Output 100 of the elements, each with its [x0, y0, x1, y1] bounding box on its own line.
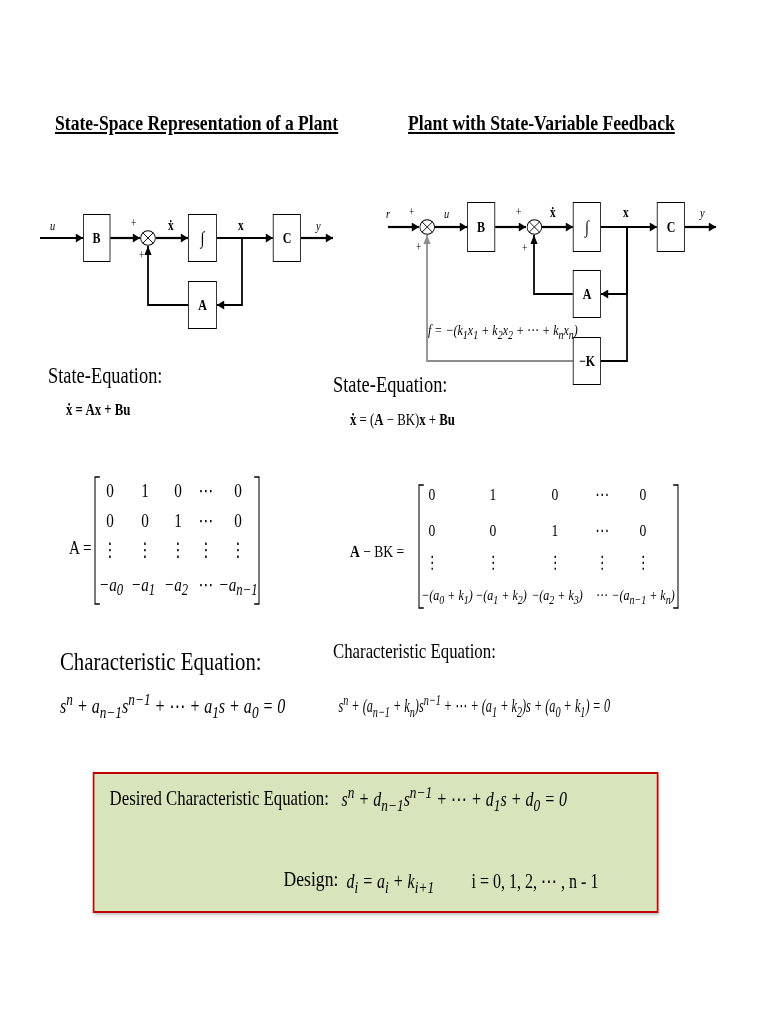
- section-label: State-Equation:: [333, 371, 448, 400]
- block-label: A: [198, 297, 207, 313]
- arrow: [684, 223, 717, 231]
- edge-label: u: [50, 218, 56, 236]
- matrix-entry: 1: [141, 478, 149, 503]
- block-label: B: [92, 230, 101, 246]
- equation: ẋ = Ax + Bu: [66, 400, 131, 421]
- matrix-entry: ⋯: [198, 508, 214, 533]
- matrix-entry: −(a$_{1}$ + k$_{2}$): [475, 586, 527, 606]
- matrix-entry: ⋮: [548, 551, 562, 574]
- highlight-panel: [93, 772, 658, 913]
- matrix-entry: 0: [234, 478, 242, 503]
- block-box: [273, 214, 301, 262]
- matrix-entry: ⋮: [102, 537, 118, 562]
- section-heading: State-Space Representation of a Plant: [55, 109, 339, 138]
- equation: s$^{n}$ + (a$_{n−1}$ + k$_{n}$)s$^{n−1}$ + ⋯ + (a$_{1}$ + k$_{2}$)s + (a$_{0}$ + k$_{1}$) = 0: [338, 694, 610, 719]
- edge-label: x: [238, 217, 244, 236]
- edge-label: u: [444, 206, 450, 224]
- equation: s$^{n}$ + d$_{n−1}$s$^{n−1}$ + ⋯ + d$_{1}$s + d$_{0}$ = 0: [341, 785, 567, 812]
- edge-label: r: [386, 206, 391, 224]
- block-box: [573, 202, 601, 252]
- block-box: [657, 202, 685, 252]
- arrow: [39, 234, 84, 242]
- arrow: [109, 234, 141, 242]
- matrix-entry: 1: [174, 508, 182, 533]
- arrow: [300, 234, 334, 242]
- equation: i = 0, 1, 2, ⋯ , n - 1: [471, 868, 599, 894]
- matrix-entry: 0: [551, 483, 559, 506]
- matrix-entry: 0: [639, 519, 647, 542]
- matrix-label: A =: [69, 535, 92, 560]
- matrix-entry: ⋯: [595, 483, 609, 506]
- matrix-entry: −(a$_{2}$ + k$_{3}$): [531, 586, 583, 606]
- matrix-label: A − BK =: [350, 540, 405, 563]
- plus-sign: +: [522, 240, 528, 257]
- summing-junction: [419, 219, 435, 235]
- matrix-entry: −(a$_{0}$ + k$_{1}$): [421, 586, 473, 606]
- matrix-entry: 1: [489, 483, 497, 506]
- matrix-entry: 0: [489, 519, 497, 542]
- block-label: ∫: [200, 229, 205, 247]
- block-box: [573, 337, 601, 385]
- matrix-entry: 0: [428, 483, 436, 506]
- summing-junction: [526, 219, 542, 235]
- matrix-entry: 0: [639, 483, 647, 506]
- matrix-entry: 0: [174, 478, 182, 503]
- matrix-entry: −a$_{2}$: [163, 572, 189, 598]
- connector-line: [600, 226, 628, 362]
- matrix-entry: −a$_{n−1}$: [218, 572, 258, 598]
- panel-heading: Desired Characteristic Equation:: [109, 785, 329, 813]
- block-box: [467, 202, 495, 252]
- arrow: [423, 234, 574, 362]
- arrow: [530, 234, 574, 295]
- block-box: [188, 214, 217, 262]
- matrix-entry: 0: [234, 508, 242, 533]
- block-box: [188, 281, 217, 329]
- matrix-entry: 0: [141, 508, 149, 533]
- plus-sign: +: [516, 204, 522, 221]
- edge-label: y: [316, 218, 321, 236]
- matrix-entry: 0: [106, 508, 114, 533]
- section-label: Characteristic Equation:: [333, 638, 496, 666]
- equation: ẋ = (A − BK)x + Bu: [350, 410, 455, 431]
- matrix-entry: 1: [551, 519, 559, 542]
- arrow: [155, 234, 189, 242]
- panel-heading: Design:: [283, 865, 339, 894]
- block-box: [83, 214, 110, 262]
- matrix-entry: 0: [428, 519, 436, 542]
- matrix-entry: ⋯: [596, 586, 608, 606]
- matrix-entry: ⋯: [198, 478, 214, 503]
- arrow: [434, 223, 468, 231]
- matrix-entry: ⋮: [198, 537, 214, 562]
- matrix-entry: ⋮: [425, 551, 439, 574]
- arrow: [216, 237, 243, 309]
- matrix-entry: ⋮: [486, 551, 500, 574]
- arrow: [387, 223, 420, 231]
- plus-sign: +: [139, 247, 145, 264]
- block-label: A: [582, 286, 592, 302]
- matrix-entry: ⋮: [230, 537, 246, 562]
- matrix-entry: −a$_{0}$: [98, 572, 124, 598]
- plus-sign: +: [416, 239, 422, 256]
- arrow: [494, 223, 527, 231]
- arrow: [541, 223, 574, 231]
- plus-sign: +: [409, 204, 415, 221]
- edge-label: ẋ: [168, 217, 174, 236]
- matrix-entry: ⋮: [137, 537, 153, 562]
- block-label: C: [282, 230, 292, 246]
- section-label: Characteristic Equation:: [60, 645, 262, 678]
- section-label: State-Equation:: [48, 362, 163, 391]
- equation: d$_{i}$ = a$_{i}$ + k$_{i+1}$: [346, 868, 435, 894]
- matrix-entry: ⋯: [595, 519, 609, 542]
- edge-label: y: [700, 205, 705, 223]
- block-label: C: [666, 219, 676, 235]
- summing-junction: [140, 230, 156, 246]
- matrix-entry: ⋮: [595, 551, 609, 574]
- plus-sign: +: [131, 215, 137, 232]
- arrow: [144, 245, 189, 306]
- block-box: [573, 270, 601, 318]
- matrix-entry: ⋮: [170, 537, 186, 562]
- matrix-entry: −(a$_{n−1}$ + k$_{n}$): [611, 586, 675, 606]
- section-heading: Plant with State-Variable Feedback: [408, 109, 675, 138]
- block-label: B: [477, 219, 485, 235]
- equation: s$^{n}$ + a$_{n−1}$s$^{n−1}$ + ⋯ + a$_{1}$s + a$_{0}$ = 0: [60, 692, 286, 719]
